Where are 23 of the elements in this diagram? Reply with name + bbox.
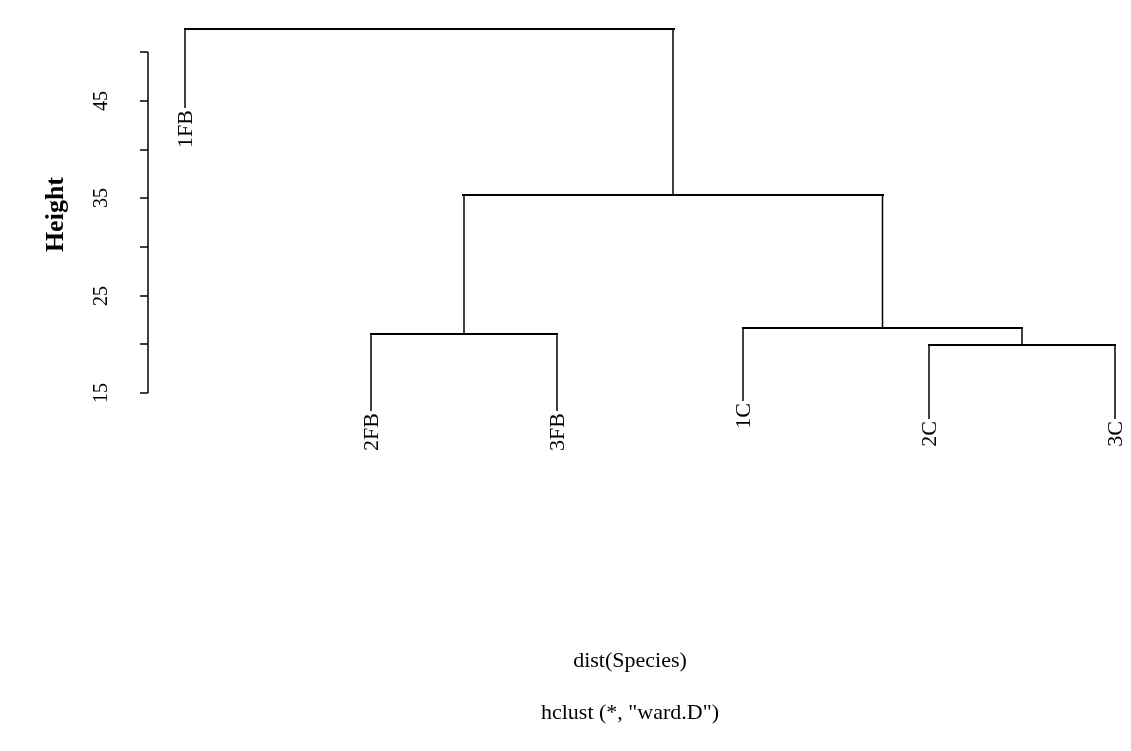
dendrogram-branch <box>881 194 884 329</box>
caption-text: hclust (*, "ward.D") <box>541 701 719 723</box>
dendrogram-branch <box>672 28 674 196</box>
leaf-label: 3C <box>1102 421 1128 447</box>
dendrogram-branch <box>184 28 186 109</box>
dendrogram-branch <box>556 333 558 412</box>
caption-text: dist(Species) <box>573 649 687 671</box>
leaf-label: 3FB <box>544 413 570 451</box>
tick-label: 15 <box>90 383 110 403</box>
axis-title: Height <box>42 177 68 253</box>
dendrogram-branch <box>463 194 465 335</box>
leaf-label: 1FB <box>172 110 198 148</box>
dendrogram-branch <box>1021 327 1023 346</box>
tick-label: 35 <box>90 188 110 208</box>
tick-label: 45 <box>90 91 110 111</box>
dendrogram-branch <box>1114 344 1116 420</box>
dendrogram-branch <box>370 333 372 412</box>
dendrogram-branch <box>742 327 744 402</box>
leaf-label: 1C <box>730 403 756 429</box>
dendrogram-branch <box>928 344 930 420</box>
leaf-label: 2FB <box>358 413 384 451</box>
leaf-label: 2C <box>916 421 942 447</box>
tick-label: 25 <box>90 286 110 306</box>
